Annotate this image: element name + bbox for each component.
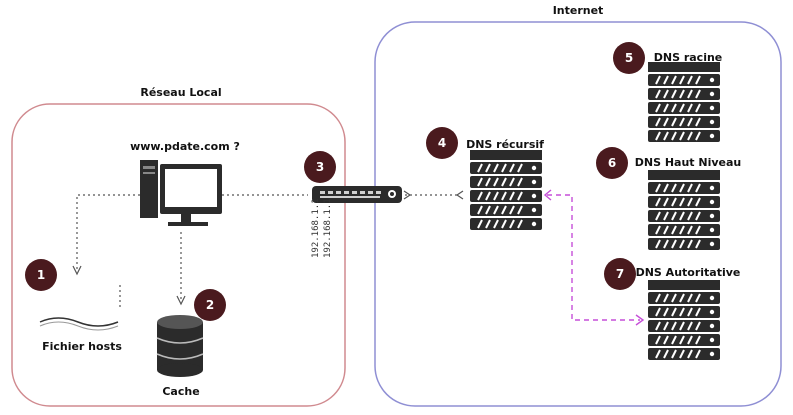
tld-label: DNS Haut Niveau [635, 156, 742, 169]
step-badge-3: 3 [304, 151, 336, 183]
step-badge-1-number: 1 [37, 268, 45, 282]
step-badge-2: 2 [194, 289, 226, 321]
arrowhead-router [403, 190, 412, 200]
tld-server-icon [647, 169, 721, 251]
root-server-icon [647, 61, 721, 143]
authoritative-server-icon [647, 279, 721, 361]
link-pc-to-hosts [76, 194, 140, 272]
step-badge-7-number: 7 [616, 267, 624, 281]
arrowhead-resolver-magenta [543, 189, 552, 201]
step-badge-5: 5 [613, 42, 645, 74]
local-network-title: Réseau Local [140, 86, 221, 99]
authoritative-label: DNS Autoritative [636, 266, 741, 279]
arrowhead-authoritative [635, 314, 645, 326]
hosts-file-icon [39, 317, 119, 327]
resolver-label: DNS récursif [466, 138, 544, 151]
arrowhead-resolver [455, 190, 464, 200]
url-query-label: www.pdate.com ? [130, 140, 240, 153]
arrowhead-cache [176, 295, 186, 306]
arrowhead-hosts [72, 265, 82, 276]
resolver-server-icon [469, 149, 543, 231]
step-badge-7: 7 [604, 258, 636, 290]
step-badge-5-number: 5 [625, 51, 633, 65]
local-network-zone [11, 103, 346, 407]
step-badge-6: 6 [596, 147, 628, 179]
computer-icon [140, 160, 222, 226]
root-label: DNS racine [654, 51, 723, 64]
link-resolver-to-authoritative [547, 194, 640, 321]
step-badge-1: 1 [25, 259, 57, 291]
internet-title: Internet [553, 4, 604, 17]
cache-label: Cache [162, 385, 199, 398]
step-badge-4-number: 4 [438, 136, 446, 150]
dotted-links [76, 194, 460, 310]
router-icon [312, 186, 402, 203]
router-vertical-label-2: 192.168.1.1 [323, 198, 333, 258]
cache-database-icon [156, 315, 204, 377]
step-badge-6-number: 6 [608, 156, 616, 170]
step-badge-2-number: 2 [206, 298, 214, 312]
router-vertical-label: 192.168.1.1 [311, 198, 321, 258]
step-badge-4: 4 [426, 127, 458, 159]
internet-zone [374, 21, 782, 407]
hosts-file-icon-shadow [39, 321, 119, 331]
step-badge-3-number: 3 [316, 160, 324, 174]
hosts-file-label: Fichier hosts [42, 340, 122, 353]
